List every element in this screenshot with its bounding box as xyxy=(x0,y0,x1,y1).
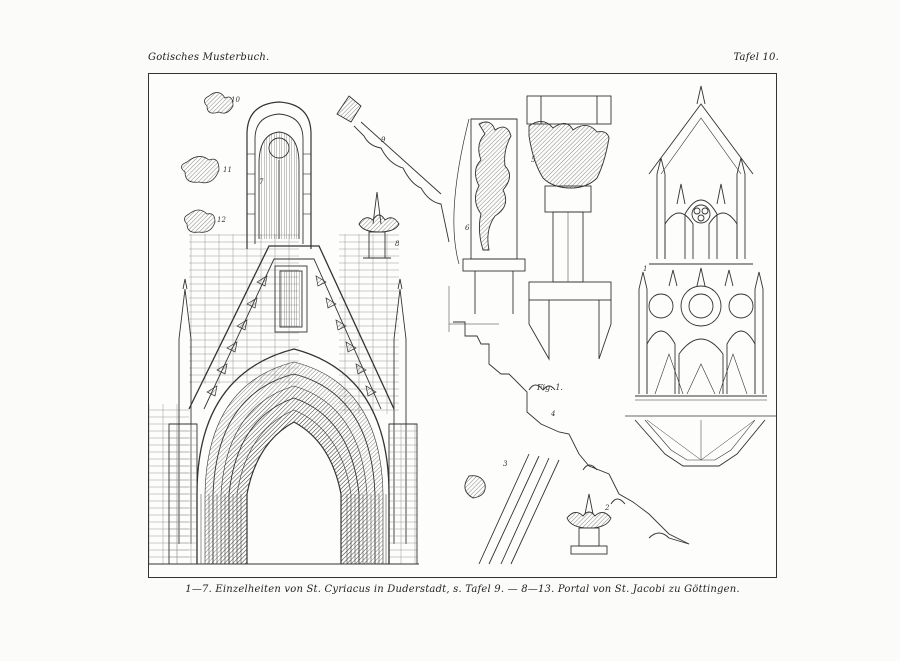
portal-drawing xyxy=(149,101,419,565)
engraving-illustration: 10 11 12 9 8 7 xyxy=(149,85,776,565)
plate-number: Tafel 10. xyxy=(733,52,779,63)
book-title: Gotisches Musterbuch. xyxy=(148,52,270,63)
stepped-profile xyxy=(448,286,690,545)
fig-label-11: 11 xyxy=(223,166,232,174)
fig-1-label: Fig. 1. xyxy=(536,383,563,392)
moulding-profile-9 xyxy=(336,95,450,243)
capital-5 xyxy=(526,95,612,361)
fig-label-4: 4 xyxy=(550,410,555,418)
fig-label-9: 9 xyxy=(381,136,386,144)
finial-2 xyxy=(566,493,612,555)
capital-6 xyxy=(453,118,526,314)
fig-label-1: 1 xyxy=(643,265,647,273)
plate-frame: 10 11 12 9 8 7 xyxy=(148,73,777,578)
fig-label-8: 8 xyxy=(395,240,400,248)
fig-label-12: 12 xyxy=(217,216,226,224)
plate-caption: 1—7. Einzelheiten von St. Cyriacus in Du… xyxy=(185,584,740,595)
fig-label-3: 3 xyxy=(503,460,508,468)
fig-label-5: 5 xyxy=(531,156,536,164)
shaft-3 xyxy=(464,453,560,565)
fig-label-10: 10 xyxy=(231,96,240,104)
leaf-ornaments xyxy=(181,92,234,233)
canopy-1 xyxy=(625,85,776,467)
fig-label-2: 2 xyxy=(604,504,610,512)
finial-8 xyxy=(358,191,400,259)
fig-label-6: 6 xyxy=(465,224,470,232)
fig-label-7: 7 xyxy=(259,178,264,186)
